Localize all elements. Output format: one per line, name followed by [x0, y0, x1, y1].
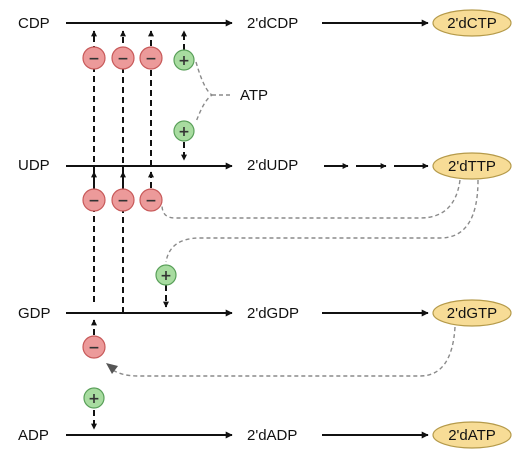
- feedback-dgtp-to-adp: [109, 326, 456, 377]
- inhibitor-udp-3: −: [139, 188, 163, 212]
- feedback-dttp-to-udp-inhibitors: [161, 179, 461, 219]
- svg-text:+: +: [160, 268, 172, 284]
- feedback-paths: [106, 179, 479, 377]
- svg-text:−: −: [88, 193, 100, 209]
- product-datp: 2'dATP: [448, 427, 496, 444]
- activator-adp: +: [83, 387, 105, 409]
- inhibitor-adp: −: [82, 335, 106, 359]
- intermediate-dcdp: 2'dCDP: [247, 15, 298, 32]
- inhibitor-cdp-2: −: [111, 46, 135, 70]
- atp-bracket: [195, 61, 214, 123]
- intermediate-dgdp: 2'dGDP: [247, 305, 299, 322]
- intermediate-dadp: 2'dADP: [247, 427, 297, 444]
- intermediate-dudp: 2'dUDP: [247, 157, 298, 174]
- atp-effector: ATP: [195, 61, 268, 123]
- svg-text:−: −: [88, 340, 100, 356]
- row-gdp: GDP 2'dGDP 2'dGTP: [18, 299, 512, 327]
- substrate-adp: ADP: [18, 427, 49, 444]
- activator-atp-udp: +: [173, 120, 195, 142]
- row-udp: UDP 2'dUDP 2'dTTP: [18, 152, 512, 180]
- inhibitor-udp-2: −: [111, 188, 135, 212]
- substrate-udp: UDP: [18, 157, 50, 174]
- atp-label: ATP: [240, 87, 268, 104]
- svg-text:+: +: [178, 53, 190, 69]
- product-dctp: 2'dCTP: [447, 15, 497, 32]
- inhibition-lines: [91, 30, 187, 430]
- product-ellipse-dttp: [432, 152, 512, 180]
- feedback-dgtp-arrowhead: [106, 363, 118, 374]
- regulators: − − − + + − − −: [82, 46, 195, 409]
- svg-text:+: +: [88, 391, 100, 407]
- svg-text:−: −: [117, 51, 129, 67]
- svg-text:−: −: [117, 193, 129, 209]
- product-ellipse-datp: [432, 421, 512, 449]
- product-ellipse-dgtp: [432, 299, 512, 327]
- row-adp: ADP 2'dADP 2'dATP: [18, 421, 512, 449]
- product-dttp: 2'dTTP: [448, 158, 496, 175]
- inhibitor-cdp-1: −: [82, 46, 106, 70]
- substrate-gdp: GDP: [18, 305, 51, 322]
- svg-text:−: −: [88, 51, 100, 67]
- inhibitor-udp-1: −: [82, 188, 106, 212]
- product-dgtp: 2'dGTP: [447, 305, 497, 322]
- feedback-dttp-to-gdp-activator: [165, 179, 479, 263]
- svg-text:−: −: [145, 193, 157, 209]
- svg-text:−: −: [145, 51, 157, 67]
- product-ellipse-dctp: [432, 9, 512, 37]
- svg-text:+: +: [178, 124, 190, 140]
- activator-gdp: +: [155, 264, 177, 286]
- row-cdp: CDP 2'dCDP 2'dCTP: [18, 9, 512, 37]
- substrate-cdp: CDP: [18, 15, 50, 32]
- activator-atp-cdp: +: [173, 49, 195, 71]
- inhibitor-cdp-3: −: [139, 46, 163, 70]
